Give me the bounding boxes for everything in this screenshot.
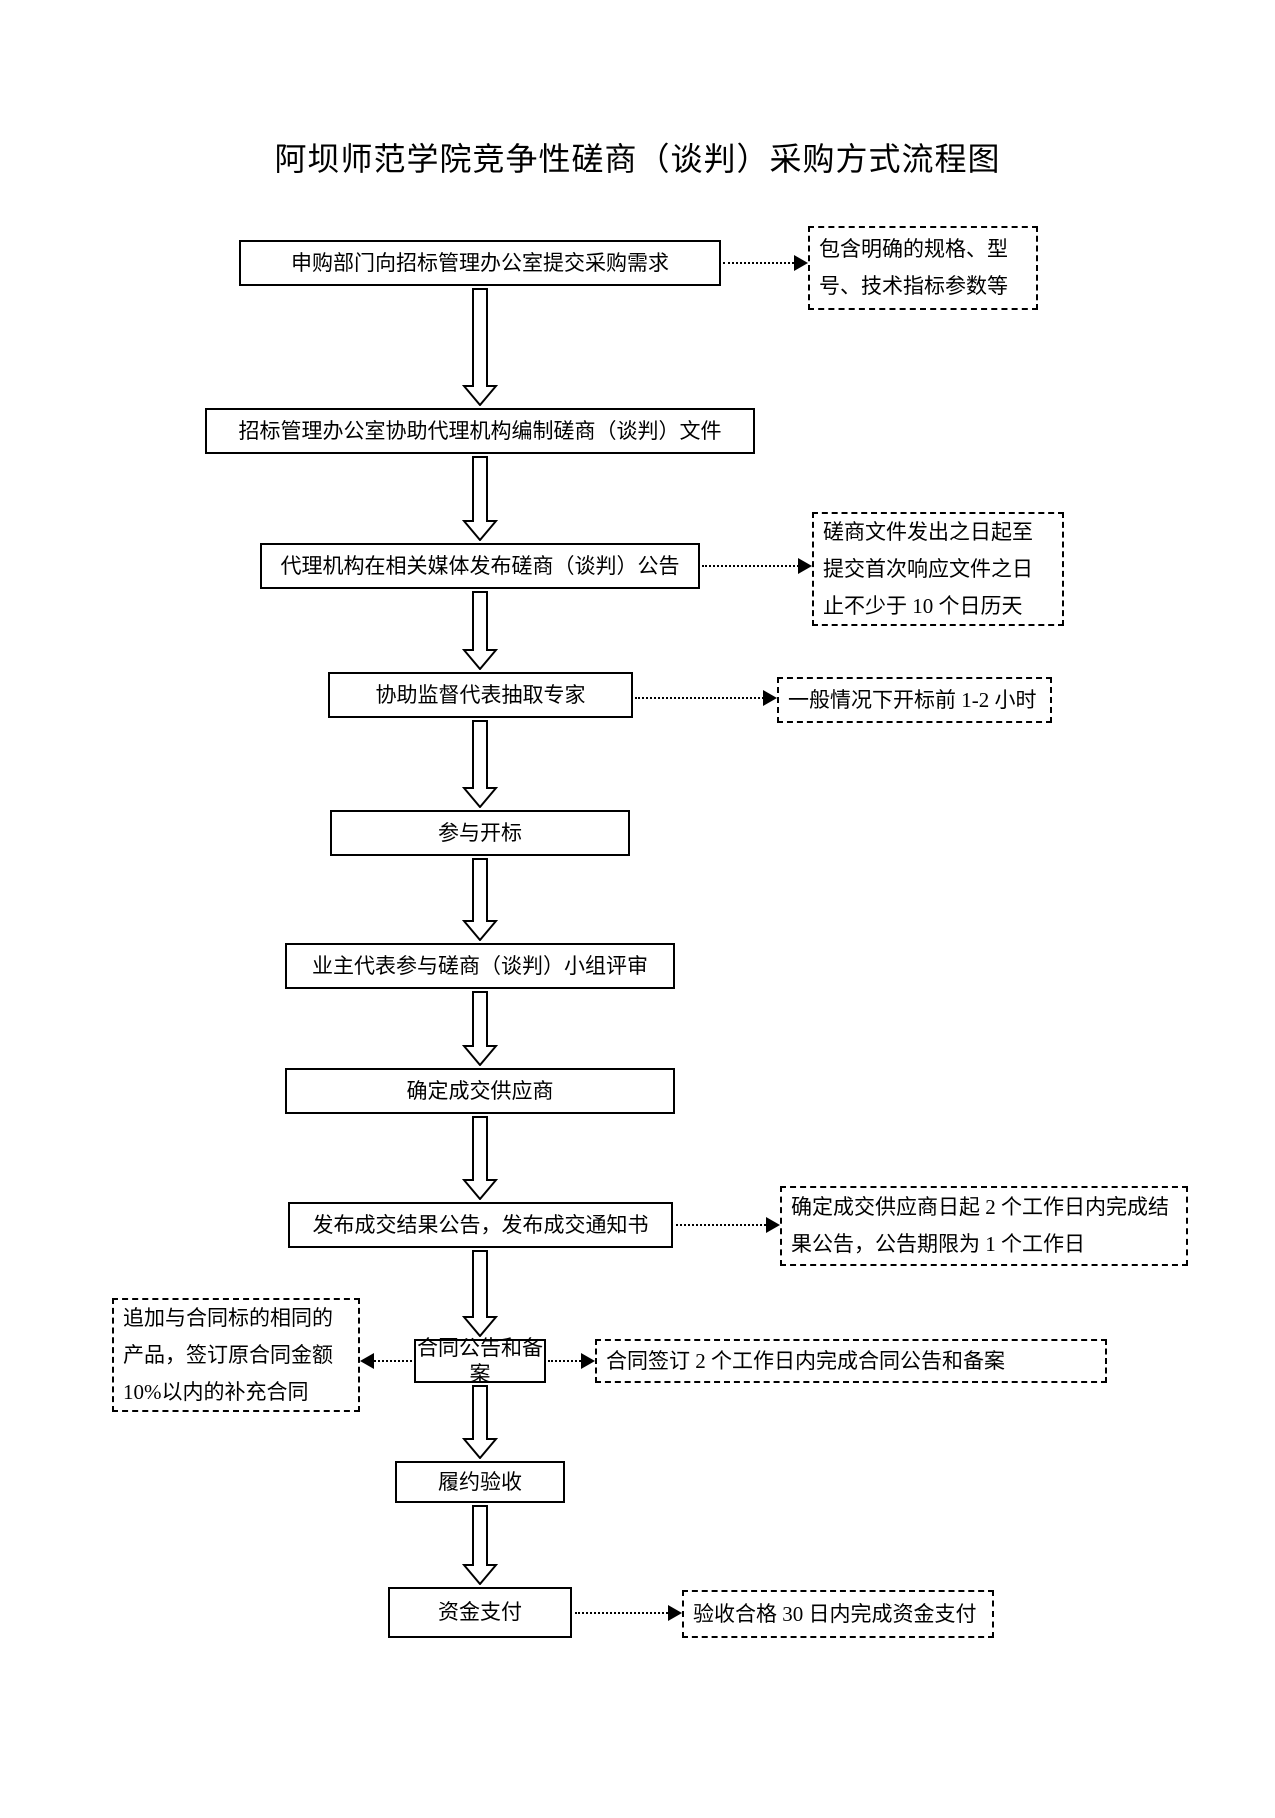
down-arrow-icon: [461, 991, 499, 1067]
flow-step-3-publish-announcement: 代理机构在相关媒体发布磋商（谈判）公告: [260, 543, 700, 589]
down-arrow-icon: [461, 1505, 499, 1586]
dotted-connector-step9-left-note: [360, 1353, 412, 1369]
annotation-expert-timing: 一般情况下开标前 1-2 小时: [777, 677, 1052, 723]
flow-step-2-prepare-documents: 招标管理办公室协助代理机构编制磋商（谈判）文件: [205, 408, 755, 454]
annotation-supplement-contract: 追加与合同标的相同的产品，签订原合同金额 10%以内的补充合同: [112, 1298, 360, 1412]
annotation-contract-publicity: 合同签订 2 个工作日内完成合同公告和备案: [595, 1339, 1107, 1383]
down-arrow-icon: [461, 456, 499, 542]
flow-step-6-panel-review: 业主代表参与磋商（谈判）小组评审: [285, 943, 675, 989]
flow-step-11-payment: 资金支付: [388, 1587, 572, 1638]
down-arrow-icon: [461, 288, 499, 407]
page-title: 阿坝师范学院竞争性磋商（谈判）采购方式流程图: [274, 141, 1001, 177]
down-arrow-icon: [461, 1385, 499, 1460]
flow-step-1-submit-requirement: 申购部门向招标管理办公室提交采购需求: [239, 240, 721, 286]
dotted-connector-step9-right-note: [548, 1353, 595, 1369]
dotted-connector-step1-note: [723, 255, 808, 271]
annotation-spec-requirements: 包含明确的规格、型号、技术指标参数等: [808, 226, 1038, 310]
dotted-connector-step4-note: [635, 690, 777, 706]
dotted-connector-step11-note: [575, 1605, 682, 1621]
annotation-response-deadline: 磋商文件发出之日起至提交首次响应文件之日止不少于 10 个日历天: [812, 512, 1064, 626]
down-arrow-icon: [461, 858, 499, 942]
flow-step-8-publish-result: 发布成交结果公告，发布成交通知书: [288, 1202, 673, 1248]
down-arrow-icon: [461, 1250, 499, 1338]
flow-step-9-contract-filing: 合同公告和备案: [414, 1336, 546, 1386]
flow-step-4-draw-experts: 协助监督代表抽取专家: [328, 672, 633, 718]
dotted-connector-step8-note: [676, 1217, 780, 1233]
flow-step-5-bid-opening: 参与开标: [330, 810, 630, 856]
down-arrow-icon: [461, 1116, 499, 1201]
down-arrow-icon: [461, 591, 499, 671]
flow-step-7-confirm-supplier: 确定成交供应商: [285, 1068, 675, 1114]
annotation-payment-deadline: 验收合格 30 日内完成资金支付: [682, 1590, 994, 1638]
down-arrow-icon: [461, 720, 499, 809]
flow-step-10-acceptance: 履约验收: [395, 1461, 565, 1503]
dotted-connector-step3-note: [702, 558, 812, 574]
annotation-result-announcement: 确定成交供应商日起 2 个工作日内完成结果公告，公告期限为 1 个工作日: [780, 1186, 1188, 1266]
